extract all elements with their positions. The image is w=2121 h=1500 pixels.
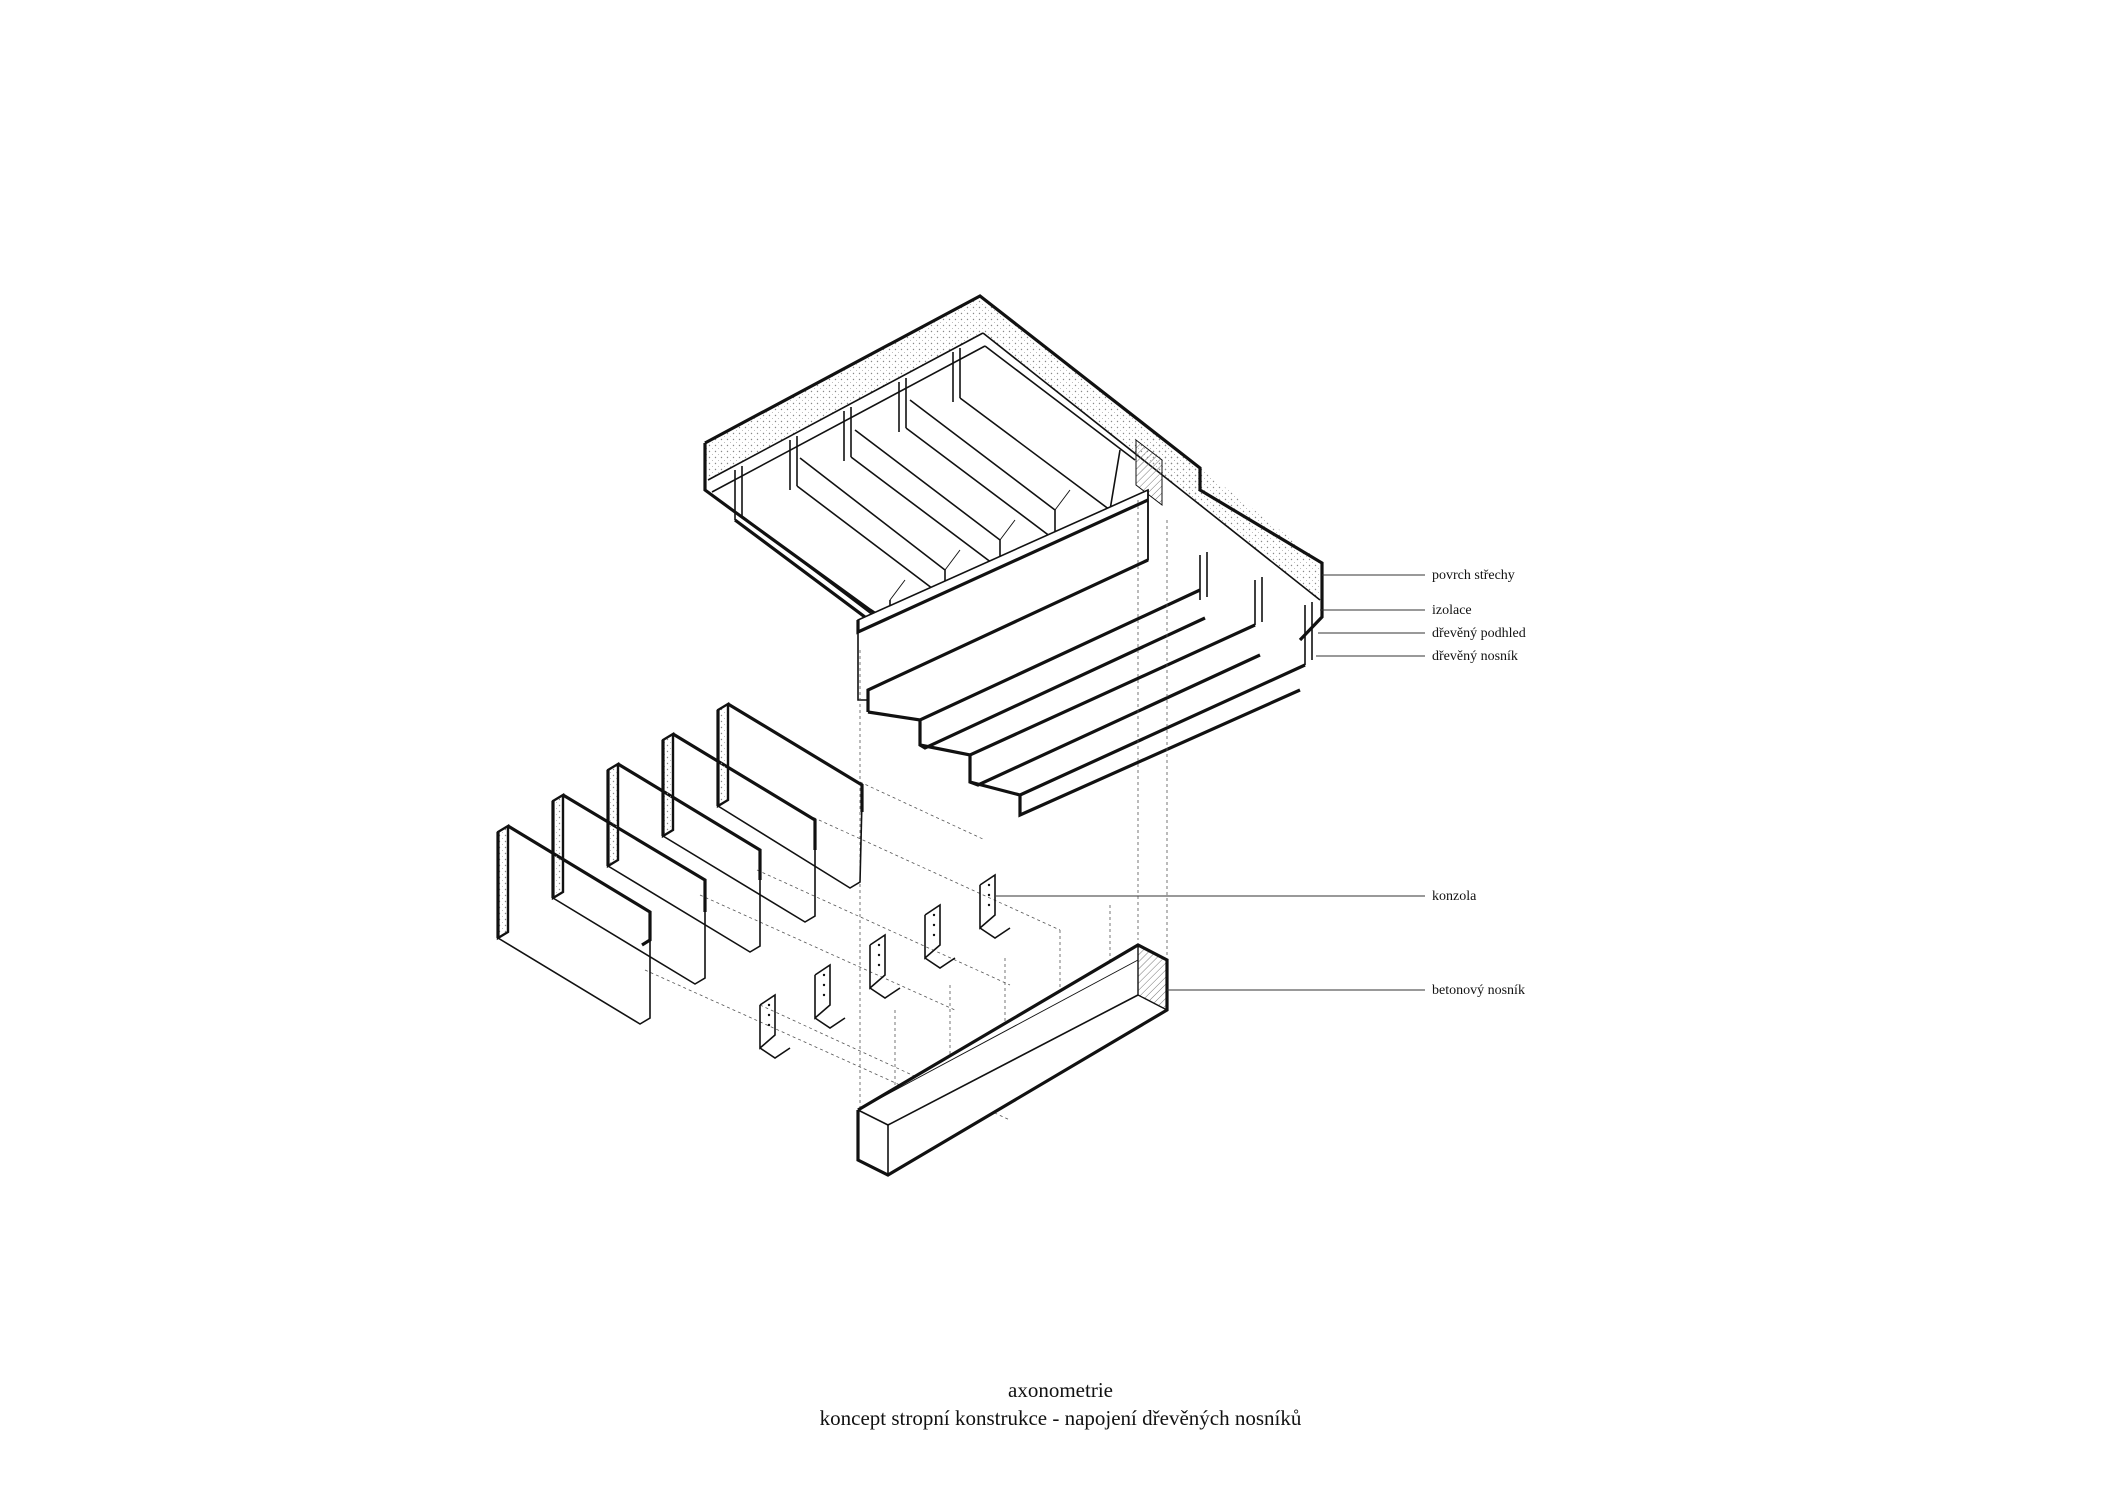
exploded-timber-beams (496, 701, 864, 1025)
soffit-line-back (984, 345, 1136, 461)
bracket-1 (759, 993, 791, 1059)
bracket-3 (869, 933, 901, 999)
roof-surface-band (705, 296, 983, 480)
roof-inner-line (707, 332, 984, 481)
bracket-5 (979, 873, 1011, 939)
joist-stubs-top (734, 348, 961, 520)
labels: povrch střechy izolace dřevěný podhled d… (1432, 568, 1526, 998)
roof-notch-band (1150, 430, 1200, 505)
concrete-beam (856, 943, 1169, 1177)
roof-concrete-cut (1135, 438, 1163, 507)
label-concrete-beam: betonový nosník (1432, 983, 1525, 998)
roof-top-edge (704, 294, 1324, 642)
timber-beam-2 (551, 792, 707, 985)
bracket-2 (814, 963, 846, 1029)
label-bracket: konzola (1432, 889, 1477, 904)
lower-joists (867, 552, 1313, 818)
label-insulation: izolace (1432, 603, 1472, 618)
soffit-line-left (711, 345, 986, 493)
caption-title: axonometrie (1008, 1378, 1113, 1402)
caption-subtitle: koncept stropní konstrukce - napojení dř… (819, 1406, 1302, 1430)
timber-beam-3 (606, 761, 762, 953)
label-roof-surface: povrch střechy (1432, 568, 1515, 583)
leaders (996, 574, 1425, 991)
label-wood-soffit: dřevěný podhled (1432, 626, 1526, 641)
roof-assembly (703, 294, 1324, 818)
timber-beam-5 (716, 701, 864, 889)
bracket-4 (924, 903, 956, 969)
beam-bottom-edge (866, 558, 1149, 712)
beam-top-edge (856, 498, 1149, 635)
brackets (759, 873, 1011, 1059)
label-wood-beam: dřevěný nosník (1432, 649, 1518, 664)
timber-beam-4 (661, 731, 817, 923)
timber-beam-1 (496, 823, 652, 1025)
